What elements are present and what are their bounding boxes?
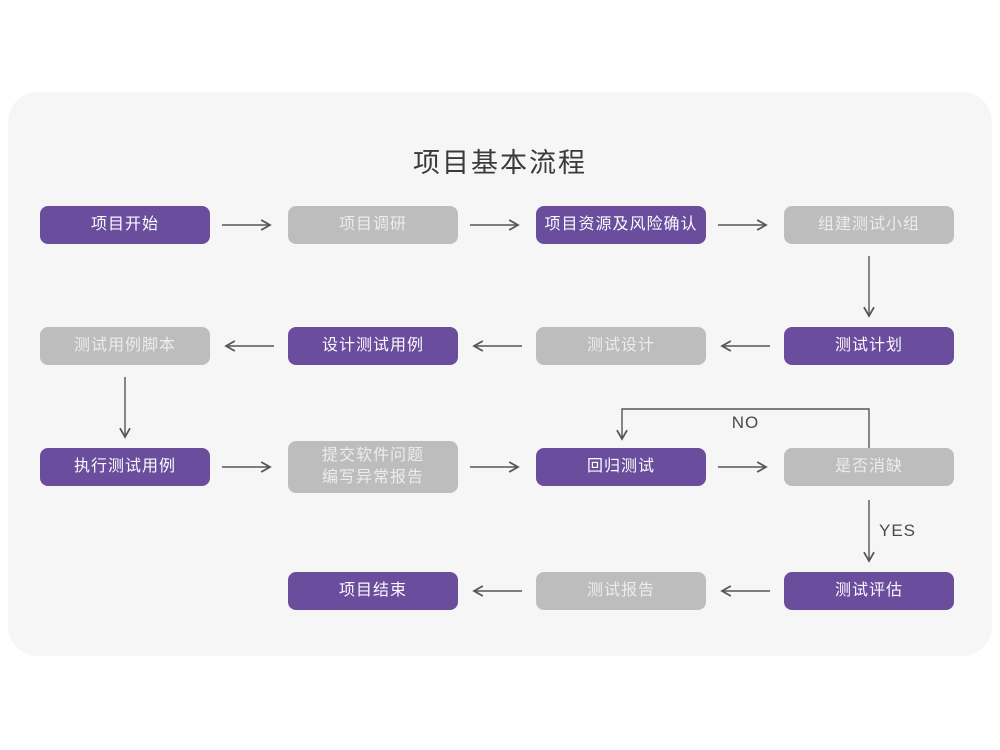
page-title: 项目基本流程: [413, 148, 587, 178]
node-resource-risk-confirm: 项目资源及风险确认: [536, 206, 706, 244]
node-design-test-cases: 设计测试用例: [288, 327, 458, 365]
edge-label-no: NO: [731, 413, 760, 432]
node-test-plan: 测试计划: [784, 327, 954, 365]
node-test-case-script: 测试用例脚本: [40, 327, 210, 365]
node-project-research: 项目调研: [288, 206, 458, 244]
node-project-end: 项目结束: [288, 572, 458, 610]
node-build-test-team: 组建测试小组: [784, 206, 954, 244]
node-project-start: 项目开始: [40, 206, 210, 244]
flowchart-card: [8, 92, 992, 656]
node-test-evaluation: 测试评估: [784, 572, 954, 610]
node-submit-issues-report: 提交软件问题 编写异常报告: [288, 441, 458, 493]
node-test-design: 测试设计: [536, 327, 706, 365]
edge-label-yes: YES: [879, 521, 917, 540]
node-defect-cleared: 是否消缺: [784, 448, 954, 486]
node-regression-test: 回归测试: [536, 448, 706, 486]
node-test-report: 测试报告: [536, 572, 706, 610]
node-execute-test-cases: 执行测试用例: [40, 448, 210, 486]
